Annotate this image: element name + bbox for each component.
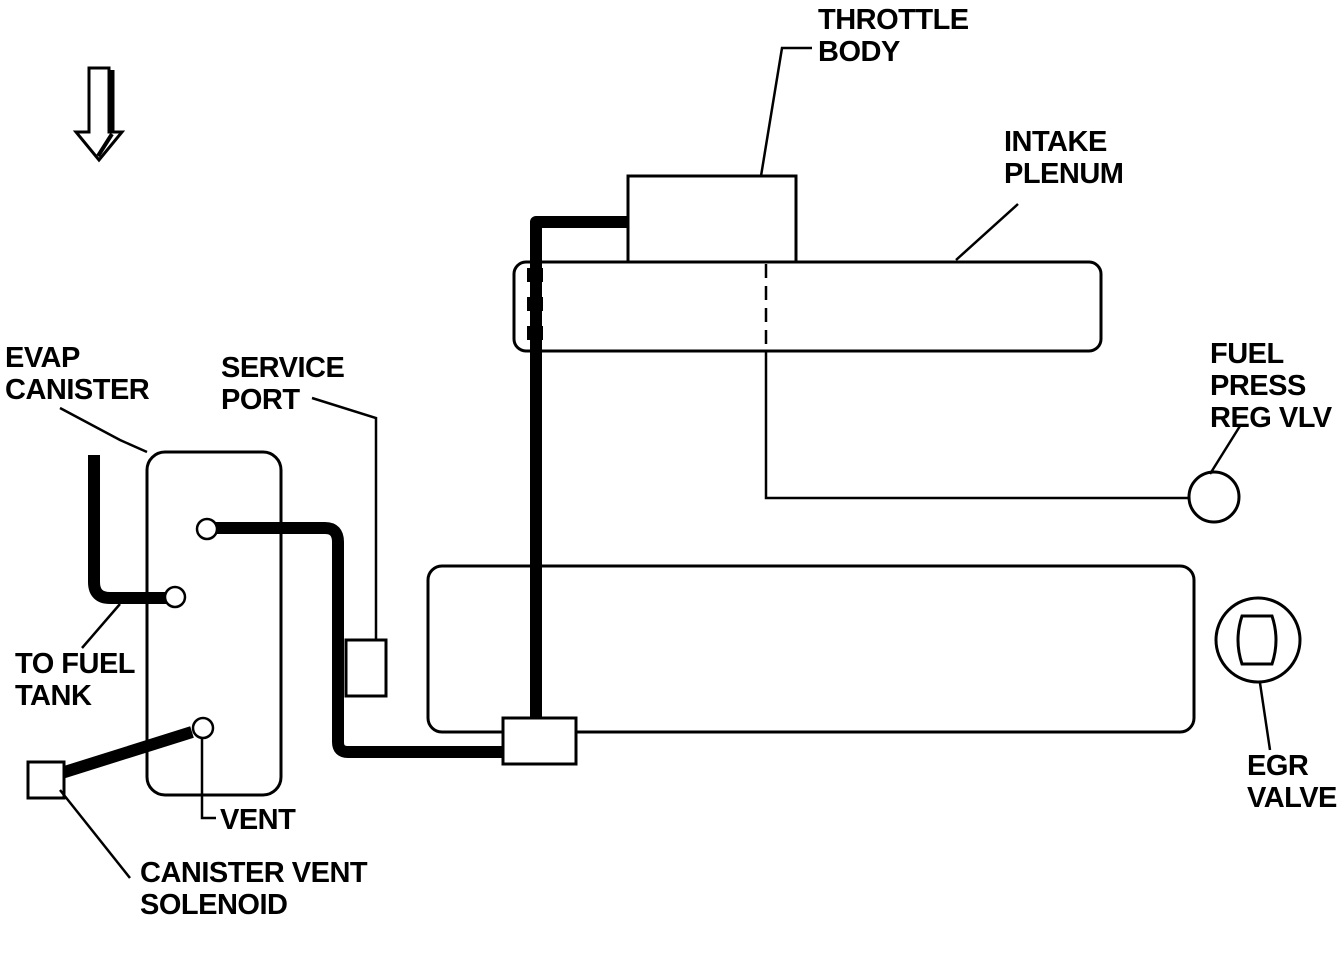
- evap-canister: [145, 450, 283, 797]
- service-port: [344, 638, 388, 698]
- canister-vent-solenoid: [26, 760, 66, 800]
- egr-valve: [1214, 596, 1302, 684]
- leader-lines: [59, 46, 1272, 879]
- fuel-tank-hose: [88, 455, 168, 604]
- canister-vent-solenoid-label: CANISTER VENT SOLENOID: [140, 857, 375, 921]
- fuel-press-reg-line: [764, 351, 1190, 500]
- vent-hose: [50, 726, 194, 782]
- throttle-body: [626, 174, 798, 264]
- fuel-press-reg-vlv-label: FUEL PRESS REG VLV: [1210, 338, 1333, 434]
- vent-port: [191, 716, 215, 740]
- plenum-port-2: [527, 297, 543, 311]
- engine-block: [426, 564, 1196, 734]
- purge-port: [195, 517, 219, 541]
- down-arrow-icon: [72, 66, 126, 163]
- egr-valve-label: EGR VALVE: [1247, 750, 1337, 814]
- purge-hose: [214, 522, 505, 758]
- plenum-port-1: [527, 268, 543, 282]
- plenum-port-3: [527, 326, 543, 340]
- fuel-press-reg-valve: [1187, 470, 1241, 524]
- evap-canister-label: EVAP CANISTER: [5, 342, 150, 406]
- intake-plenum-label: INTAKE PLENUM: [1004, 126, 1123, 190]
- throttle-body-label: THROTTLE BODY: [818, 4, 976, 68]
- to-fuel-tank-label: TO FUEL TANK: [15, 648, 142, 712]
- service-port-label: SERVICE PORT: [221, 352, 352, 416]
- fuel-tank-port: [163, 585, 187, 609]
- vacuum-hose: [530, 216, 628, 724]
- vent-label: VENT: [220, 804, 296, 836]
- intake-plenum: [512, 260, 1103, 353]
- purge-fitting: [501, 716, 578, 766]
